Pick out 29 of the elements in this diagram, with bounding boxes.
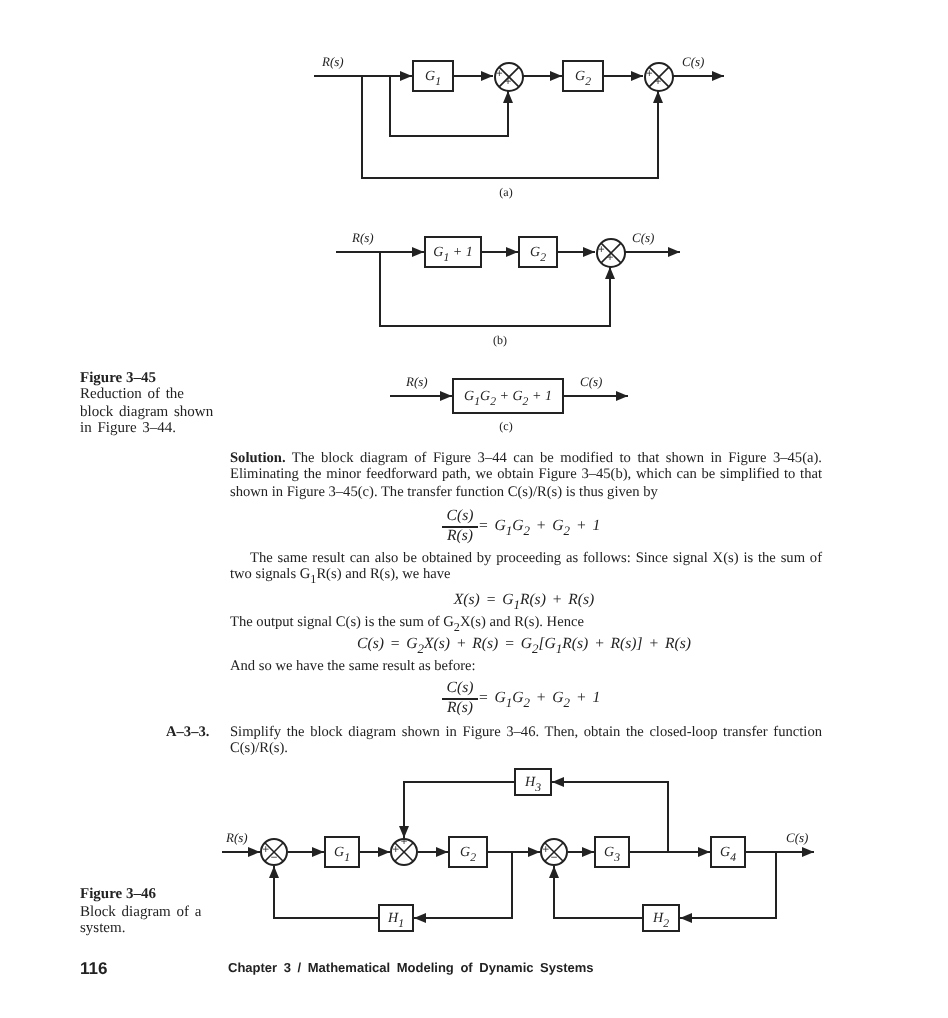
signal-arrow xyxy=(557,247,596,257)
signal-arrow xyxy=(417,847,449,857)
signal-arrow xyxy=(672,71,725,81)
signal-arrow xyxy=(221,847,261,857)
signal-arrow xyxy=(567,847,595,857)
signal-arrow xyxy=(287,847,325,857)
summing-junction xyxy=(493,61,523,91)
signal-arrow xyxy=(399,781,515,839)
signal-arrow xyxy=(269,865,379,919)
summing-junction xyxy=(540,838,568,866)
signal-arrow xyxy=(563,391,629,401)
summing-junction xyxy=(643,61,673,91)
signal-arrow xyxy=(481,247,519,257)
signal-arrow xyxy=(551,777,669,853)
signal-arrow xyxy=(359,847,391,857)
signal-arrow xyxy=(389,391,453,401)
signal-arrow xyxy=(453,71,494,81)
signal-arrow xyxy=(624,247,681,257)
page-number: 116 xyxy=(80,960,108,978)
signal-arrow xyxy=(413,851,513,923)
summing-junction xyxy=(595,237,625,267)
summing-junction xyxy=(260,838,288,866)
summing-junction xyxy=(390,838,418,866)
signal-arrow xyxy=(335,251,615,327)
signal-arrow xyxy=(549,865,643,919)
signal-arrow xyxy=(603,71,644,81)
signal-arrow xyxy=(522,71,563,81)
signal-arrow xyxy=(679,851,777,923)
signal-arrow xyxy=(313,75,663,179)
